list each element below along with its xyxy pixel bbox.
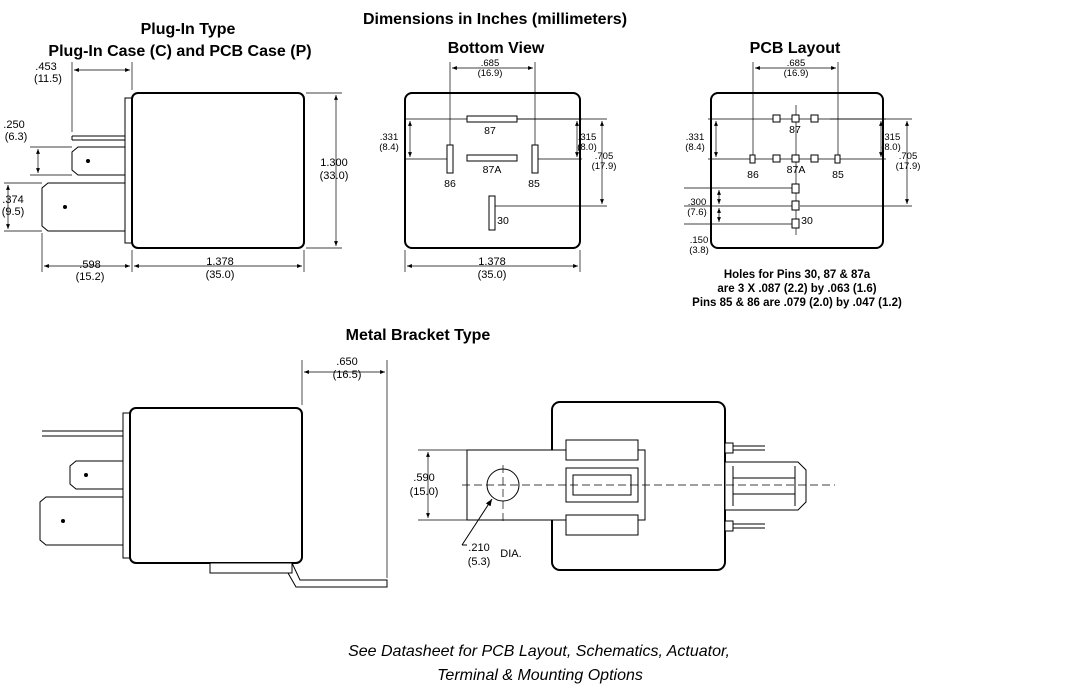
hole-30-a [791,183,800,194]
pcb-label-30: 30 [801,215,813,227]
pcb-dim-685: .685 [787,58,806,69]
hole-87a-b [791,154,800,163]
bracket-side-view: .650 (16.5) [39,356,388,588]
metal-bracket-title: Metal Bracket Type [346,327,491,344]
dim-598-mm: (15.2) [76,271,105,283]
dim-250: .250 [3,119,24,131]
pcb-dim-300-mm: (7.6) [687,207,707,218]
label-30: 30 [497,215,509,227]
relay-base-flange [124,97,133,244]
bottom-dim-1378: 1.378 [478,256,506,268]
hole-87a-c [810,154,819,163]
dim-1300-mm: (33.0) [320,170,349,182]
hole-86 [749,154,756,164]
bracket-slot-top [565,439,639,461]
plugin-side-view: .453 (11.5) .250 (6.3) .374 (9.5) 1.300 … [2,61,349,283]
dim-590: .590 [413,472,434,484]
pcb-label-86: 86 [747,169,759,181]
dim-210-mm: (5.3) [468,556,491,568]
pcb-dim-150: .150 [690,235,709,246]
label-87a: 87A [483,164,502,176]
pcb-dim-300: .300 [688,197,707,208]
pin-87-slot [466,115,518,123]
dim-374-mm: (9.5) [2,206,25,218]
pcb-dim-705-mm: (17.9) [896,161,921,172]
dim-315-mm: (8.0) [577,142,597,153]
bracket-top-blade [724,461,807,511]
pcb-dim-685-mm: (16.9) [784,68,809,79]
bracket-pin-blade-bottom [39,496,123,546]
pcb-dim-705: .705 [899,151,918,162]
pin-30-slot [488,195,496,231]
pcb-layout-title: PCB Layout [750,40,841,57]
dim-685-mm: (16.9) [478,68,503,79]
bracket-arm [287,562,388,588]
plugin-type-title: Plug-In Type [141,21,236,38]
dim-650-mm: (16.5) [333,369,362,381]
dim-590-mm: (15.0) [410,486,439,498]
bottom-dim-1378-mm: (35.0) [478,269,507,281]
pcb-note-line3: Pins 85 & 86 are .079 (2.0) by .047 (1.2… [692,297,902,309]
label-86: 86 [444,178,456,190]
bracket-top-view: .590 (15.0) .210 (5.3) DIA. [410,401,835,571]
bottom-view: 87 87A 86 85 30 .685 (16.9) .331 (8.4) .… [379,58,616,281]
plugin-case-title: Plug-In Case (C) and PCB Case (P) [48,43,311,60]
dim-dia: DIA. [500,548,521,560]
pcb-layout-body [710,92,884,249]
dim-374: .374 [2,194,23,206]
pcb-label-87: 87 [789,124,801,136]
main-title: Dimensions in Inches (millimeters) [363,11,627,28]
pcb-dim-315: .315 [882,132,901,143]
pin-85-slot [531,144,539,174]
bracket-relay-body [129,407,303,564]
pcb-label-87a: 87A [787,164,806,176]
dim-1378-mm: (35.0) [206,269,235,281]
pin-86-slot [446,144,454,174]
dim-210: .210 [468,542,489,554]
pin-blade-middle [71,146,125,176]
bottom-view-body [404,92,581,249]
bracket-slot-bottom [565,514,639,536]
dim-705-mm: (17.9) [592,161,617,172]
footer-line2: Terminal & Mounting Options [437,667,643,684]
footer-line1: See Datasheet for PCB Layout, Schematics… [348,643,730,660]
dim-1378: 1.378 [206,256,234,268]
label-85: 85 [528,178,540,190]
dim-331-mm: (8.4) [379,142,399,153]
pin-blade-bottom [41,182,125,232]
pcb-note-line2: are 3 X .087 (2.2) by .063 (1.6) [717,283,876,295]
bracket-foot [209,562,293,574]
bracket-pin-blade-middle [69,460,123,490]
pcb-note-line1: Holes for Pins 30, 87 & 87a [724,269,871,281]
relay-body [131,92,305,249]
hole-30-b [791,200,800,211]
hole-85 [834,154,841,164]
pcb-label-85: 85 [832,169,844,181]
pin-87a-slot [466,154,518,162]
dim-250-mm: (6.3) [5,131,28,143]
dim-453-mm: (11.5) [34,73,62,85]
dim-315: .315 [578,132,597,143]
dim-705: .705 [595,151,614,162]
pcb-layout-view: 87 87A 86 85 30 .685 (16.9) .331 (8.4) .… [684,58,920,309]
hole-87-b [791,114,800,123]
dim-1300: 1.300 [320,157,348,169]
label-87: 87 [484,125,496,137]
pcb-dim-331-mm: (8.4) [685,142,705,153]
dim-331: .331 [380,132,399,143]
hole-87-a [772,114,781,123]
pcb-dim-315-mm: (8.0) [881,142,901,153]
hole-87a-a [772,154,781,163]
hole-87-c [810,114,819,123]
dim-453: .453 [35,61,56,73]
pcb-dim-150-mm: (3.8) [689,245,709,256]
dia-leader [461,498,493,546]
bottom-view-title: Bottom View [448,40,545,57]
dim-650: .650 [336,356,357,368]
dim-598: .598 [79,259,100,271]
dim-685: .685 [481,58,500,69]
hole-30-c [791,218,800,229]
pcb-dim-331: .331 [686,132,705,143]
